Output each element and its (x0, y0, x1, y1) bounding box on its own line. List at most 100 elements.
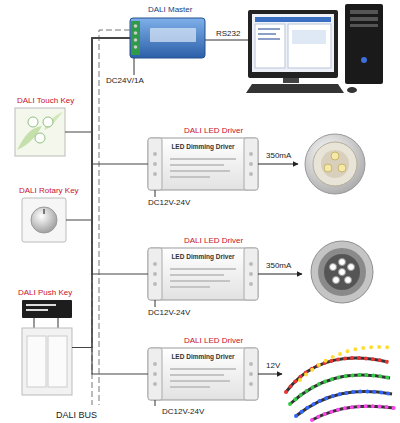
power-label: DC12V-24V (162, 407, 204, 417)
strip-base (296, 392, 392, 416)
power-label: DC24V/1A (106, 76, 144, 86)
terminal-screw (134, 45, 138, 49)
master-device (130, 18, 205, 58)
strip-leds (312, 406, 394, 420)
knob-indicator (43, 209, 45, 214)
module-print (26, 304, 56, 306)
drive-bay (350, 24, 378, 27)
module-wire (58, 318, 59, 328)
power-wire (155, 400, 156, 406)
led-chip (348, 264, 355, 271)
rotary-plate (22, 198, 66, 242)
device-heading: DALI Push Key (18, 288, 72, 298)
push-key: DALI Push Key (22, 300, 72, 395)
power-wire (155, 300, 156, 307)
drive-bay (350, 17, 378, 21)
output-arrow (258, 164, 298, 165)
power-label: DC12V-24V (148, 308, 190, 318)
power-label: DC12V-24V (148, 198, 190, 208)
downlight-core (324, 254, 360, 290)
push-key-illustration (22, 300, 72, 395)
monitor (248, 10, 338, 78)
led-chip (331, 152, 339, 160)
downlight-illustration (311, 241, 373, 303)
switch-plate (22, 328, 72, 395)
output-arrow (258, 374, 282, 375)
strip-leds (300, 347, 394, 380)
drive-bay (350, 10, 378, 14)
rs232-wire (205, 40, 248, 41)
device-print: LED Dimming Driver (148, 353, 258, 361)
touch-panel (15, 108, 65, 156)
led-strip-illustration (286, 347, 394, 420)
bus-label: DALI BUS (56, 410, 97, 420)
device-heading: DALI LED Driver (184, 336, 243, 346)
driver-box: DALI LED DriverLED Dimming Driver (148, 248, 258, 300)
rotary-key: DALI Rotary Key (22, 198, 66, 242)
device-heading: DALI Touch Key (17, 96, 74, 106)
led-chip (339, 259, 346, 266)
bus-connector (92, 38, 148, 274)
current-label: 350mA (266, 261, 291, 271)
driver-illustration (148, 138, 258, 190)
led-chip (338, 164, 346, 172)
device-heading: DALI LED Driver (184, 126, 243, 136)
window-bar (255, 17, 331, 22)
downlight-ring (311, 241, 373, 303)
mouse (347, 87, 357, 93)
led-chip (345, 277, 352, 284)
rocker-switch (48, 336, 67, 387)
controller-device: DALI Master (130, 18, 205, 58)
screen (252, 14, 334, 72)
touch-key: DALI Touch Key (15, 108, 65, 156)
device-heading: DALI Master (148, 5, 192, 15)
bus-connector (92, 38, 148, 374)
voltage-label: 12V (266, 361, 280, 371)
touch-key-illustration (15, 108, 65, 156)
touch-button (28, 117, 38, 127)
computer-illustration (246, 4, 383, 93)
window-line (258, 28, 280, 30)
window-panel (292, 30, 326, 44)
driver-illustration (148, 248, 258, 300)
pc-tower (345, 4, 383, 84)
led-chip (330, 264, 337, 271)
module-print (26, 309, 48, 311)
master-body (130, 18, 205, 58)
power-wire (134, 58, 135, 75)
push-module (22, 300, 72, 318)
output-arrow (258, 274, 302, 275)
module-wire (34, 318, 35, 328)
master-sticker (150, 28, 196, 42)
device-print: LED Dimming Driver (148, 253, 258, 261)
terminal-screw (134, 31, 138, 35)
current-label: 350mA (266, 151, 291, 161)
rotary-knob (31, 207, 57, 233)
strip-base (290, 375, 390, 404)
bus-connector (92, 38, 148, 164)
rotary-key-illustration (22, 198, 66, 242)
downlight-illustration (305, 134, 365, 194)
terminal-screw (134, 38, 138, 42)
touch-button (43, 117, 53, 127)
downlight-ring (305, 134, 365, 194)
power-button (361, 57, 367, 63)
downlight-housing (318, 248, 366, 296)
device-heading: DALI Rotary Key (19, 186, 79, 196)
leaf-pattern (44, 112, 63, 130)
device-heading: DALI LED Driver (184, 236, 243, 246)
strip-base (312, 406, 394, 420)
bus-line (99, 30, 130, 405)
strip-leds (290, 375, 390, 404)
power-wire (155, 190, 156, 197)
device-print: LED Dimming Driver (148, 143, 258, 151)
driver-illustration (148, 348, 258, 400)
driver-box: DALI LED DriverLED Dimming Driver (148, 348, 258, 400)
led-chip (324, 164, 332, 172)
downlight-core (321, 150, 349, 178)
window-line (258, 38, 280, 40)
interface-label: RS232 (216, 29, 240, 39)
window-line (258, 33, 276, 35)
led-chip (339, 269, 346, 276)
monitor-stand (283, 78, 299, 83)
